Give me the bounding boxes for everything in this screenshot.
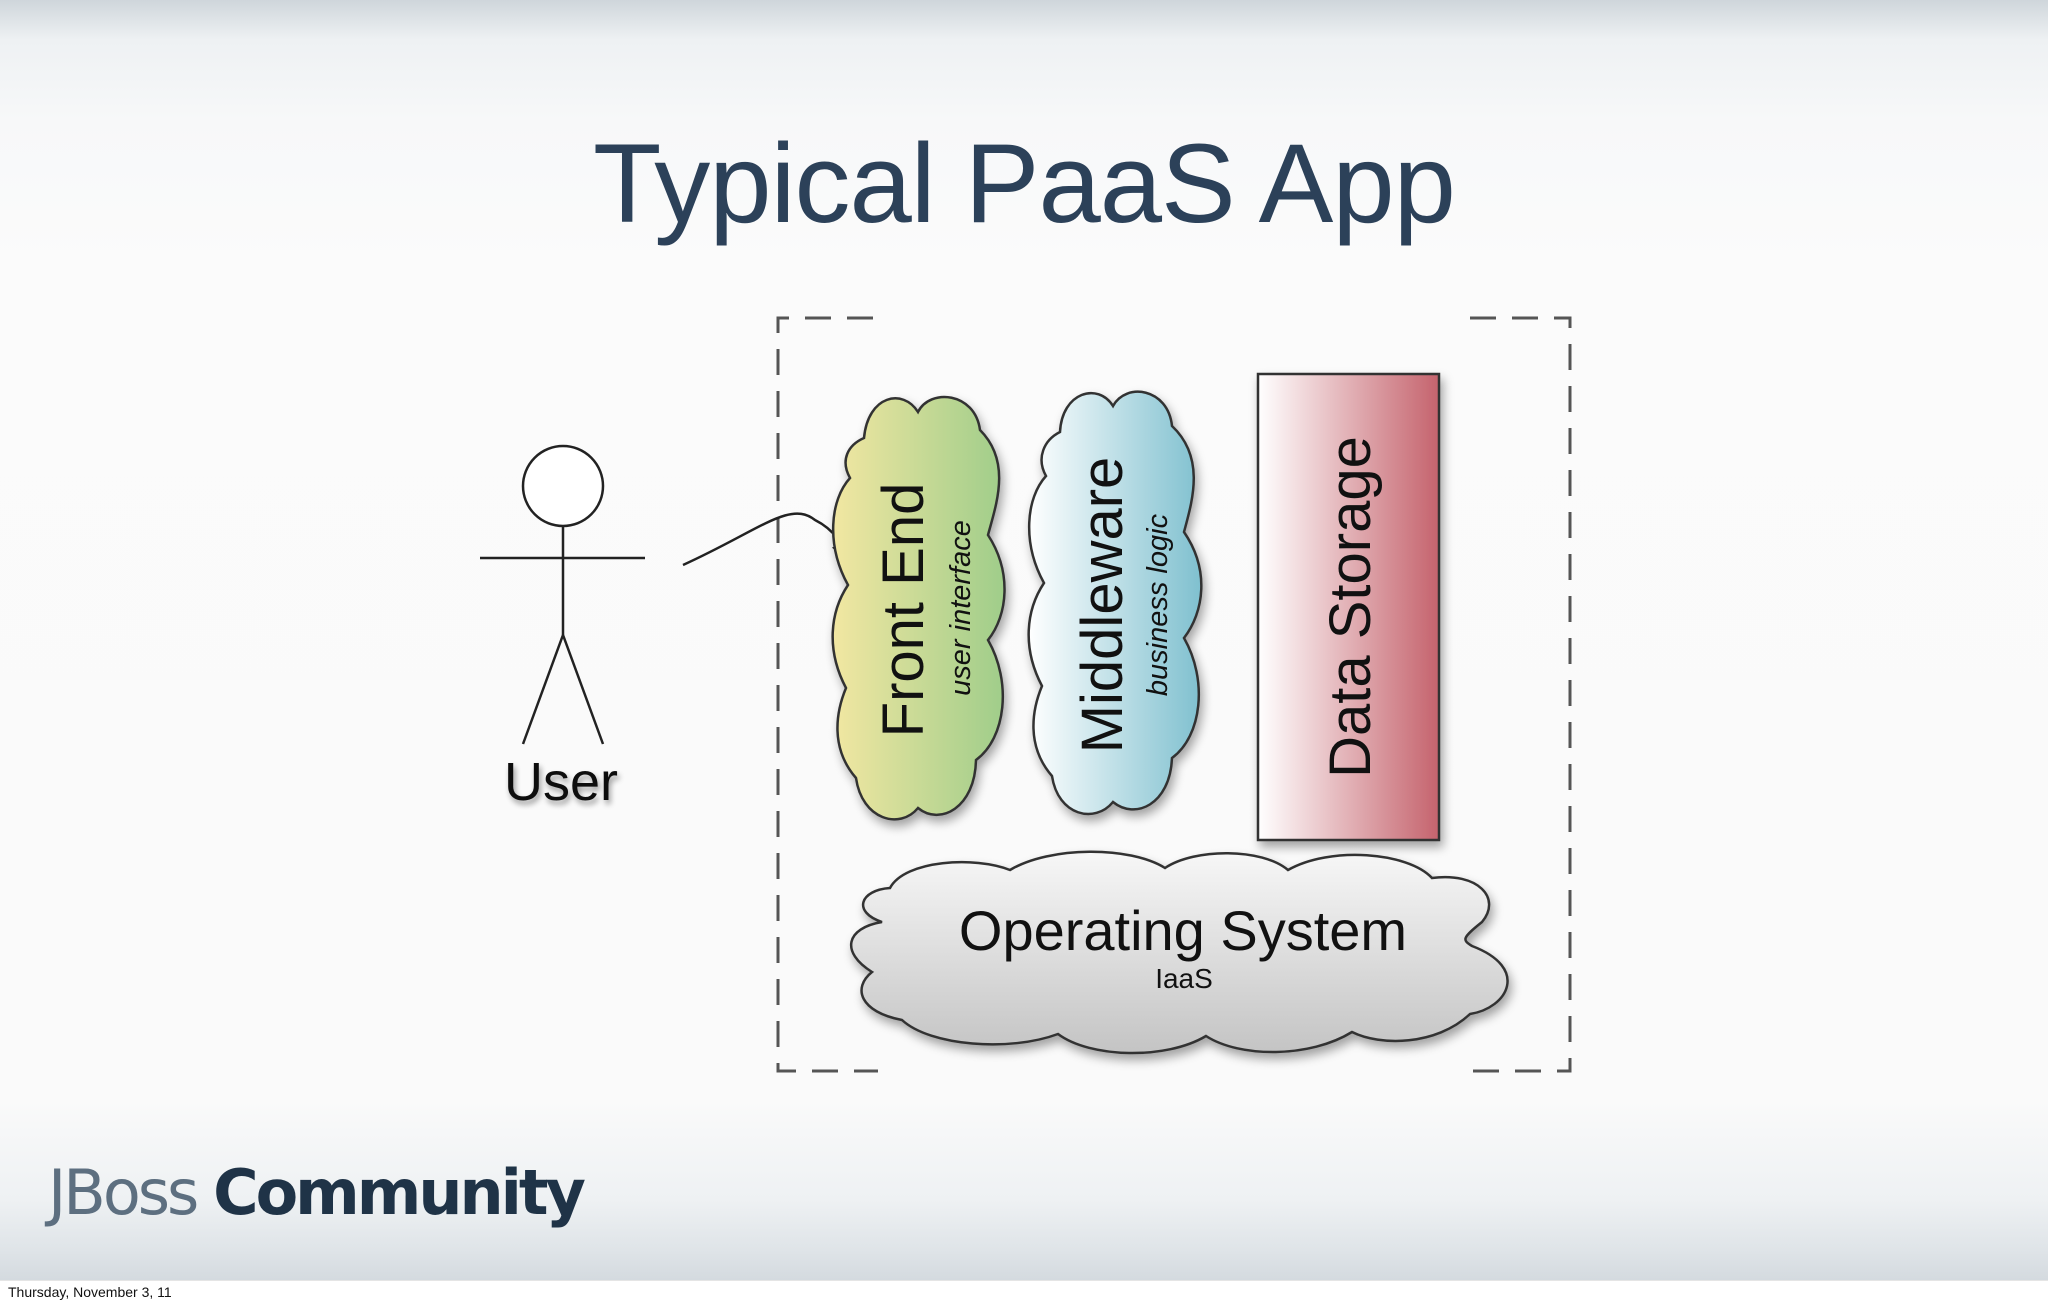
slide-title: Typical PaaS App xyxy=(593,121,1456,246)
user-actor-icon xyxy=(480,444,645,745)
data-storage-box xyxy=(1256,372,1441,842)
operating-system-subtitle: IaaS xyxy=(1155,963,1213,994)
middleware-cloud xyxy=(1027,390,1203,816)
operating-system-cloud xyxy=(850,850,1509,1055)
data-storage-title: Data Storage xyxy=(1318,436,1383,778)
logo-light-text: JBoss xyxy=(48,1156,199,1229)
jboss-community-logo: JBoss Community xyxy=(48,1162,586,1224)
middleware-subtitle: business logic xyxy=(1142,513,1174,696)
logo-bold-text: Community xyxy=(213,1156,586,1229)
middleware-title: Middleware xyxy=(1070,457,1135,754)
front-end-title: Front End xyxy=(871,483,936,738)
slide-footer: Thursday, November 3, 11 xyxy=(0,1280,2048,1305)
boundary-dashed-box xyxy=(776,316,1572,1073)
front-end-cloud xyxy=(831,395,1006,821)
front-end-subtitle: user interface xyxy=(945,520,977,696)
request-arrow xyxy=(682,512,853,567)
operating-system-title: Operating System xyxy=(959,899,1407,962)
footer-date: Thursday, November 3, 11 xyxy=(8,1284,172,1300)
user-label: User xyxy=(504,752,618,812)
